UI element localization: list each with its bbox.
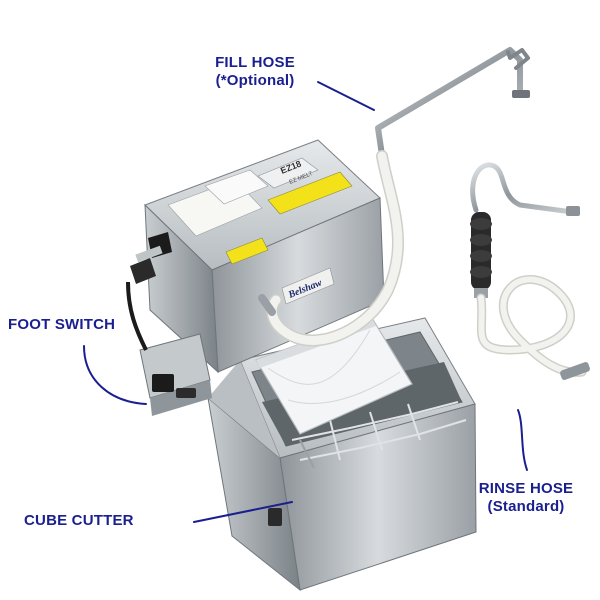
fill-hose-label-line1: FILL HOSE: [215, 54, 295, 71]
rinse-hose-label-line2: (Standard): [487, 498, 565, 515]
rinse-hose-label-line1: RINSE HOSE: [478, 480, 574, 497]
control-housing: EZ18 EZ MELT Belshaw: [130, 139, 385, 374]
foot-switch-leader: [83, 345, 147, 405]
cube-cutter-grid: [291, 401, 467, 469]
side-rail: [135, 245, 163, 263]
rinse-grip: [470, 212, 492, 290]
fill-hose-leader: [317, 81, 375, 111]
cube-cutter-label-line1: CUBE CUTTER: [24, 512, 134, 529]
cube-cutter-label: CUBE CUTTER: [24, 512, 194, 530]
rinse-hose-leader: [517, 409, 528, 471]
foot-switch-label-line1: FOOT SWITCH: [8, 316, 116, 333]
foot-switch-pedal: [126, 281, 212, 416]
fill-hose-pipe: [258, 47, 530, 347]
foot-switch-label: FOOT SWITCH: [8, 316, 138, 334]
rinse-hose-label: RINSE HOSE (Standard): [470, 480, 582, 516]
cube-cutter-leader: [193, 501, 293, 523]
fill-hose-label: FILL HOSE (*Optional): [200, 54, 310, 90]
fill-hose-label-line2: (*Optional): [215, 72, 295, 89]
rinse-hose: [470, 162, 590, 380]
leader-lines: [83, 81, 528, 523]
